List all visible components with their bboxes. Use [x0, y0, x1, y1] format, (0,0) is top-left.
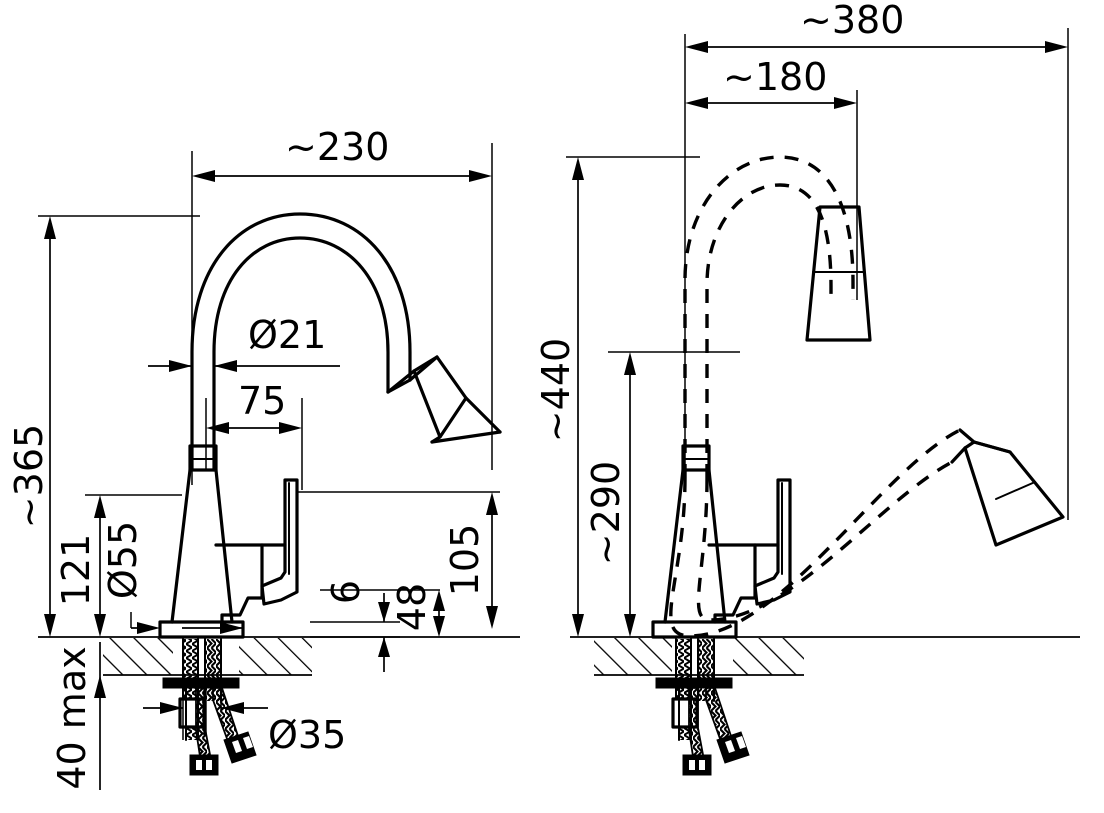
lever-handle-side — [753, 478, 792, 606]
sprayhead-extended-top — [972, 440, 1012, 454]
dim-handle-height-105: 105 — [297, 491, 500, 629]
hose-fitting-left — [189, 754, 219, 776]
hose-fitting-right-side — [716, 731, 750, 764]
sprayhead-extended-seam — [995, 481, 1036, 500]
sprayhead-extended — [950, 428, 1065, 547]
spout-stowed-outer — [683, 155, 855, 478]
counter-hatch-right — [239, 638, 312, 675]
mounting-washer-plate-side — [655, 677, 733, 689]
dim-hole-diameter-35: Ø35 — [143, 690, 346, 757]
dim-label-48: 48 — [390, 583, 434, 631]
sprayhead-mid — [412, 355, 468, 439]
spout-extended-inner — [696, 460, 953, 622]
dim-overall-height-365: ~365 — [7, 215, 200, 637]
sprayhead-extended-attach — [950, 428, 976, 464]
spout-extended-path-dashed — [669, 428, 961, 638]
sprayhead-nozzle-face — [430, 430, 502, 444]
dim-label-105: 105 — [443, 524, 487, 597]
counter-hatch-side-left — [594, 638, 672, 675]
hose-fitting-right — [223, 731, 257, 764]
dim-plate-thickness-6: 6 — [310, 580, 400, 672]
base-flange-side — [651, 620, 738, 639]
dim-label-40max: 40 max — [50, 646, 94, 789]
undercounter-hardware-side — [655, 638, 750, 776]
dim-spout-base-48: 48 — [390, 583, 445, 637]
sprayhead-stowed-body — [805, 205, 872, 342]
dim-base-diameter-55: Ø55 — [101, 521, 243, 634]
dim-spout-height-290: ~290 — [584, 351, 740, 637]
dim-counter-thickness-40max: 40 max — [50, 642, 106, 790]
spout-stowed-path-dashed — [683, 155, 855, 478]
counter-hatch-side-right — [733, 638, 804, 675]
dim-overall-reach-230: ~230 — [191, 125, 493, 485]
front-view-group: ~230 Ø21 75 ~365 — [7, 125, 520, 790]
spout-outer-profile — [190, 212, 412, 472]
dim-label-6: 6 — [324, 580, 368, 604]
side-view-group: ~380 ~180 ~440 ~290 — [534, 0, 1080, 776]
dim-label-180: ~180 — [723, 55, 827, 99]
mounting-washer-plate — [162, 677, 240, 689]
gooseneck-spout-front — [190, 212, 502, 472]
dim-tube-diameter-21: Ø21 — [148, 313, 340, 372]
dim-label-121: 121 — [54, 534, 98, 607]
spout-stowed-inner — [705, 183, 833, 478]
dim-body-height-121: 121 — [54, 494, 182, 637]
dim-label-290: ~290 — [584, 461, 628, 565]
dim-label-d35: Ø35 — [268, 713, 346, 757]
sprayhead-stowed — [805, 205, 872, 342]
dim-swivel-reach-180: ~180 — [685, 55, 858, 300]
dim-label-75: 75 — [238, 379, 286, 423]
hose-fitting-left-side — [682, 754, 712, 776]
lever-handle — [260, 478, 299, 606]
dim-label-440: ~440 — [534, 338, 578, 442]
dim-label-d21: Ø21 — [248, 313, 326, 357]
dim-label-d55: Ø55 — [101, 521, 145, 599]
dim-total-height-440: ~440 — [534, 156, 700, 637]
countertop-side — [570, 636, 1080, 676]
dim-label-230: ~230 — [285, 125, 389, 169]
dim-spout-offset-75: 75 — [205, 379, 303, 490]
dim-swivel-reach-380: ~380 — [684, 0, 1069, 520]
spout-inner-profile — [212, 236, 390, 472]
dim-label-365: ~365 — [7, 424, 51, 528]
counter-hatch-left — [103, 638, 173, 675]
faucet-body-side — [651, 444, 792, 639]
dim-label-380: ~380 — [800, 0, 904, 42]
spout-extended-outer — [669, 428, 961, 638]
